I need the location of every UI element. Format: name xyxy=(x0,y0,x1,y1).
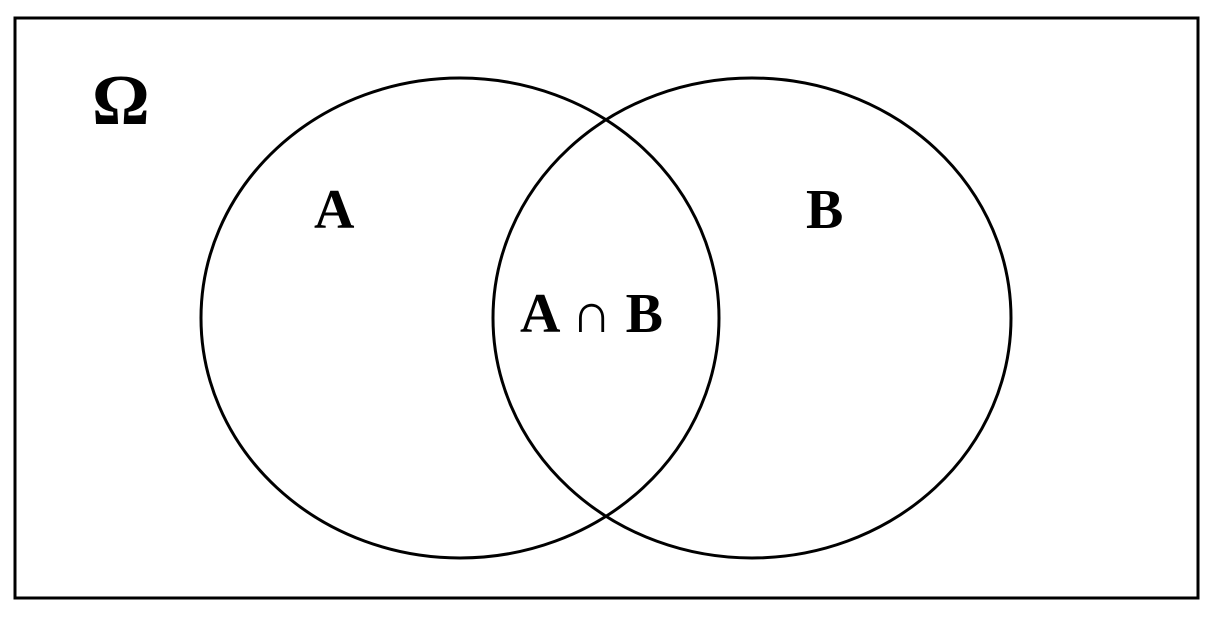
universe-label: Ω xyxy=(92,60,150,140)
set-a-label: A xyxy=(314,179,355,241)
set-a-circle xyxy=(199,76,721,560)
set-b-label: B xyxy=(806,179,843,241)
universe-rectangle xyxy=(13,16,1200,600)
set-b-circle xyxy=(491,76,1013,560)
intersection-label: A ∩ B xyxy=(520,283,663,345)
